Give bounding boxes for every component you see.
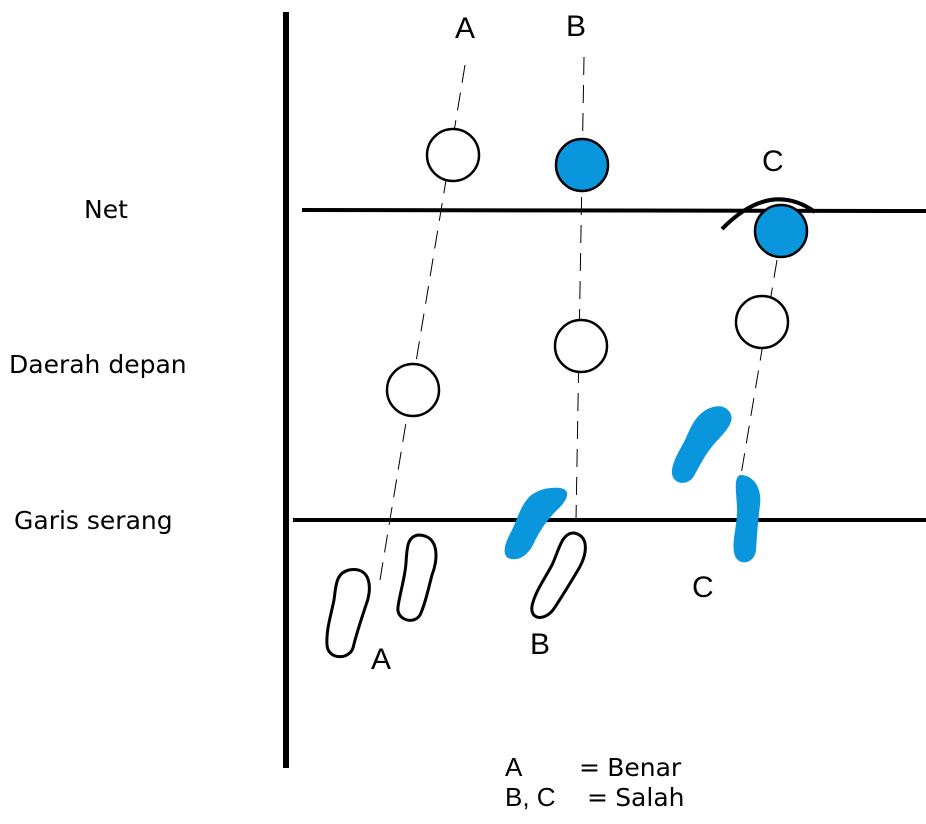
- legend-value-wrong: Salah: [615, 783, 685, 812]
- legend-value-correct: Benar: [607, 753, 682, 782]
- ball-c-low: [734, 294, 790, 350]
- footprint-c-upper: [671, 406, 732, 483]
- trajectory-b: [575, 56, 585, 521]
- legend-key-wrong: B, C: [505, 782, 556, 812]
- footprint-a-right: [396, 533, 438, 622]
- label-bottom-b: B: [530, 628, 550, 661]
- legend-key-correct: A: [505, 752, 523, 782]
- ball-a-low: [385, 362, 441, 418]
- label-top-b: B: [566, 10, 586, 43]
- legend-eq-wrong: =: [587, 783, 608, 812]
- ball-b-low: [553, 318, 609, 374]
- legend-row-wrong: B, C = Salah: [505, 782, 685, 812]
- legend: A = Benar B, C = Salah: [505, 752, 685, 812]
- ball-a-high: [425, 127, 481, 183]
- label-bottom-a: A: [371, 643, 391, 676]
- footprint-b-outline: [530, 531, 587, 619]
- zone-label-attack-line: Garis serang: [14, 506, 173, 535]
- footprint-a-left: [325, 568, 371, 659]
- net-line: [301, 208, 926, 213]
- reach-arc-c: [720, 197, 817, 231]
- ball-b-hit: [554, 137, 610, 193]
- label-top-a: A: [455, 12, 475, 45]
- legend-row-correct: A = Benar: [505, 752, 685, 782]
- ball-c-hit: [753, 203, 809, 259]
- trajectory-c: [740, 259, 778, 476]
- label-top-c: C: [762, 145, 784, 178]
- footprint-c-lower: [733, 475, 761, 563]
- footprint-b-blue: [504, 487, 568, 560]
- legend-eq-correct: =: [579, 753, 600, 782]
- zone-label-front: Daerah depan: [9, 350, 187, 379]
- label-bottom-c: C: [692, 571, 714, 604]
- zone-label-net: Net: [84, 195, 128, 224]
